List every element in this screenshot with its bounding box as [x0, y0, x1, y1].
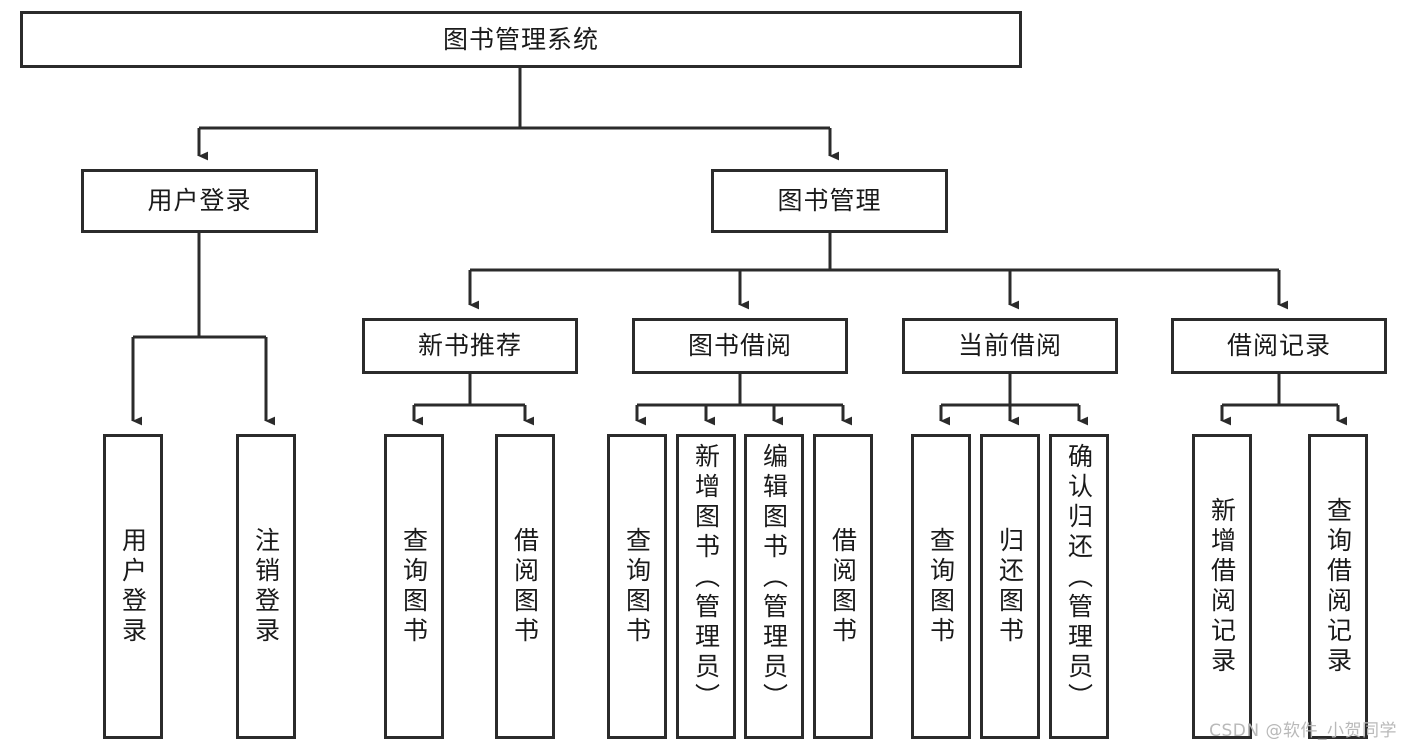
node-leaf-return-book-label: 归还图书 [995, 526, 1025, 647]
node-new-book-recommend-label: 新书推荐 [417, 331, 522, 361]
node-leaf-add-record[interactable]: 新增借阅记录 [1192, 434, 1252, 739]
node-leaf-query-book-2-label: 查询图书 [622, 526, 652, 647]
node-leaf-return-book[interactable]: 归还图书 [980, 434, 1040, 739]
node-leaf-query-record[interactable]: 查询借阅记录 [1308, 434, 1368, 739]
node-book-borrow[interactable]: 图书借阅 [632, 318, 848, 374]
node-book-borrow-label: 图书借阅 [687, 331, 792, 361]
node-leaf-query-record-label: 查询借阅记录 [1323, 496, 1353, 677]
node-leaf-confirm-return[interactable]: 确认归还（管理员） [1049, 434, 1109, 739]
node-user-login[interactable]: 用户登录 [81, 169, 318, 233]
node-leaf-confirm-return-label: 确认归还（管理员） [1064, 443, 1094, 713]
node-leaf-user-logout[interactable]: 注销登录 [236, 434, 296, 739]
node-leaf-edit-book[interactable]: 编辑图书（管理员） [744, 434, 804, 739]
node-book-manage-label: 图书管理 [777, 186, 882, 216]
node-leaf-add-book-label: 新增图书（管理员） [691, 443, 721, 713]
node-current-borrow[interactable]: 当前借阅 [902, 318, 1118, 374]
watermark-text: CSDN @软件_小贺同学 [1209, 721, 1397, 741]
node-user-login-label: 用户登录 [147, 186, 252, 216]
node-leaf-add-book[interactable]: 新增图书（管理员） [676, 434, 736, 739]
node-leaf-user-logout-label: 注销登录 [251, 526, 281, 647]
node-root-label: 图书管理系统 [442, 24, 599, 54]
node-borrow-record[interactable]: 借阅记录 [1171, 318, 1387, 374]
node-leaf-borrow-book-2-label: 借阅图书 [828, 526, 858, 647]
node-leaf-query-book-3-label: 查询图书 [926, 526, 956, 647]
node-new-book-recommend[interactable]: 新书推荐 [362, 318, 578, 374]
node-leaf-query-book-1[interactable]: 查询图书 [384, 434, 444, 739]
node-leaf-query-book-3[interactable]: 查询图书 [911, 434, 971, 739]
node-leaf-borrow-book-1[interactable]: 借阅图书 [495, 434, 555, 739]
node-leaf-borrow-book-2[interactable]: 借阅图书 [813, 434, 873, 739]
node-root[interactable]: 图书管理系统 [20, 11, 1022, 68]
node-borrow-record-label: 借阅记录 [1226, 331, 1331, 361]
node-leaf-borrow-book-1-label: 借阅图书 [510, 526, 540, 647]
node-leaf-user-login-label: 用户登录 [118, 526, 148, 647]
node-current-borrow-label: 当前借阅 [957, 331, 1062, 361]
node-leaf-edit-book-label: 编辑图书（管理员） [759, 443, 789, 713]
node-book-manage[interactable]: 图书管理 [711, 169, 948, 233]
node-leaf-query-book-2[interactable]: 查询图书 [607, 434, 667, 739]
node-leaf-add-record-label: 新增借阅记录 [1207, 496, 1237, 677]
node-leaf-query-book-1-label: 查询图书 [399, 526, 429, 647]
node-leaf-user-login[interactable]: 用户登录 [103, 434, 163, 739]
